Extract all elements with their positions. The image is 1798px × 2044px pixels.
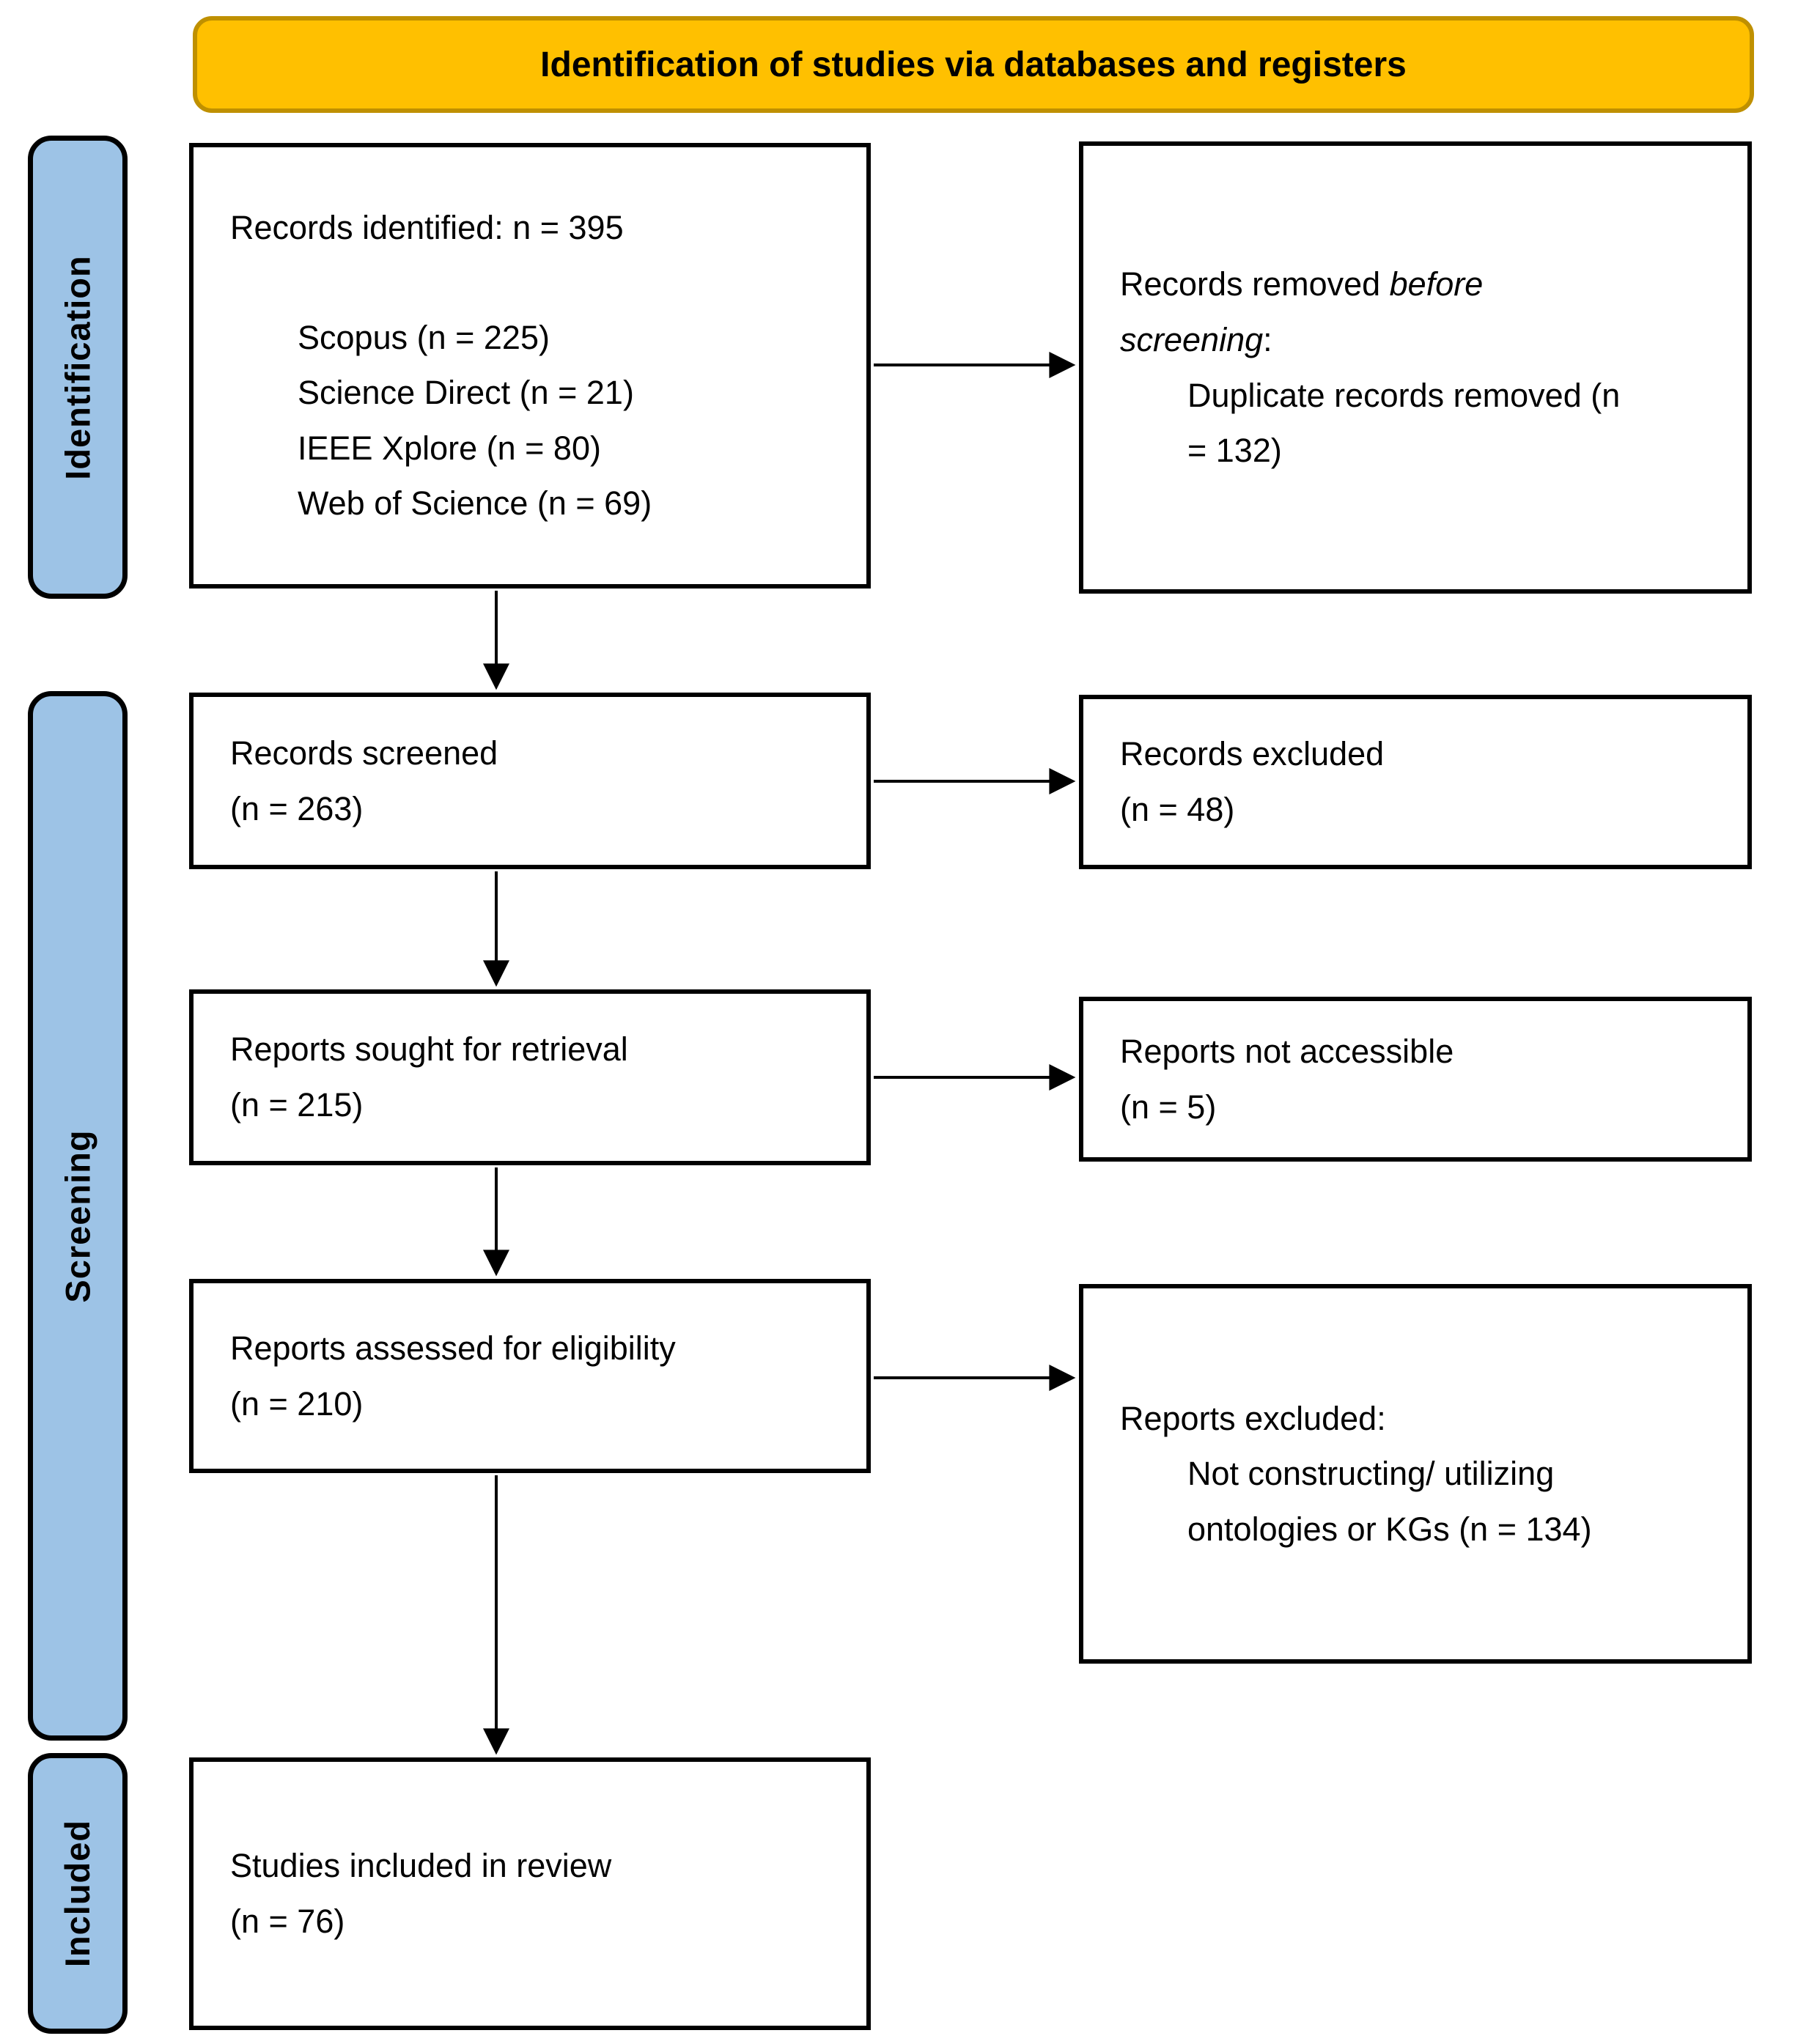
stage-tab-screening: Screening (28, 691, 128, 1741)
stage-label-included: Included (58, 1819, 97, 1968)
source-ieee-xplore: IEEE Xplore (n = 80) (298, 429, 601, 467)
reports-excluded-reason: Not constructing/ utilizing ontologies o… (1187, 1455, 1592, 1548)
banner-identification-via-databases: Identification of studies via databases … (193, 16, 1754, 113)
source-science-direct: Science Direct (n = 21) (298, 374, 634, 412)
box-reports-assessed: Reports assessed for eligibility (n = 21… (189, 1279, 871, 1473)
box-reports-excluded: Reports excluded: Not constructing/ util… (1079, 1284, 1752, 1664)
reports-excluded-title: Reports excluded: (1120, 1399, 1386, 1437)
box-reports-not-accessible: Reports not accessible (n = 5) (1079, 997, 1752, 1162)
stage-tab-identification: Identification (28, 136, 128, 599)
box-reports-sought: Reports sought for retrieval (n = 215) (189, 989, 871, 1165)
records-removed-items: Duplicate records removed (n = 132) (1187, 368, 1642, 479)
reports-sought-count: (n = 215) (230, 1086, 364, 1124)
stage-label-screening: Screening (58, 1129, 97, 1303)
box-records-identified: Records identified: n = 395 Scopus (n = … (189, 143, 871, 589)
box-records-screened: Records screened (n = 263) (189, 693, 871, 869)
reports-assessed-label: Reports assessed for eligibility (230, 1329, 676, 1367)
records-identified-title: Records identified: n = 395 (230, 209, 624, 247)
records-screened-label: Records screened (230, 734, 498, 772)
records-removed-title-prefix: Records removed (1120, 265, 1390, 303)
box-records-excluded: Records excluded (n = 48) (1079, 695, 1752, 869)
box-studies-included: Studies included in review (n = 76) (189, 1757, 871, 2030)
records-excluded-count: (n = 48) (1120, 791, 1235, 828)
records-removed-title: Records removed before screening: (1120, 257, 1574, 367)
records-removed-title-suffix: : (1263, 320, 1272, 358)
records-identified-sources: Scopus (n = 225) Science Direct (n = 21)… (298, 310, 840, 531)
source-scopus: Scopus (n = 225) (298, 318, 550, 356)
reports-excluded-items: Not constructing/ utilizing ontologies o… (1187, 1446, 1657, 1557)
reports-assessed-count: (n = 210) (230, 1384, 364, 1423)
records-screened-count: (n = 263) (230, 789, 364, 827)
reports-not-accessible-label: Reports not accessible (1120, 1032, 1454, 1070)
records-removed-title-emphasis: before screening (1120, 265, 1484, 358)
source-web-of-science: Web of Science (n = 69) (298, 484, 652, 523)
duplicates-removed: Duplicate records removed (n = 132) (1187, 376, 1621, 470)
studies-included-count: (n = 76) (230, 1903, 345, 1940)
banner-title: Identification of studies via databases … (540, 45, 1407, 84)
reports-sought-label: Reports sought for retrieval (230, 1030, 628, 1069)
reports-not-accessible-count: (n = 5) (1120, 1088, 1217, 1126)
studies-included-label: Studies included in review (230, 1847, 612, 1885)
stage-tab-included: Included (28, 1753, 128, 2034)
stage-label-identification: Identification (58, 254, 97, 480)
records-excluded-label: Records excluded (1120, 735, 1385, 773)
box-records-removed: Records removed before screening: Duplic… (1079, 141, 1752, 594)
